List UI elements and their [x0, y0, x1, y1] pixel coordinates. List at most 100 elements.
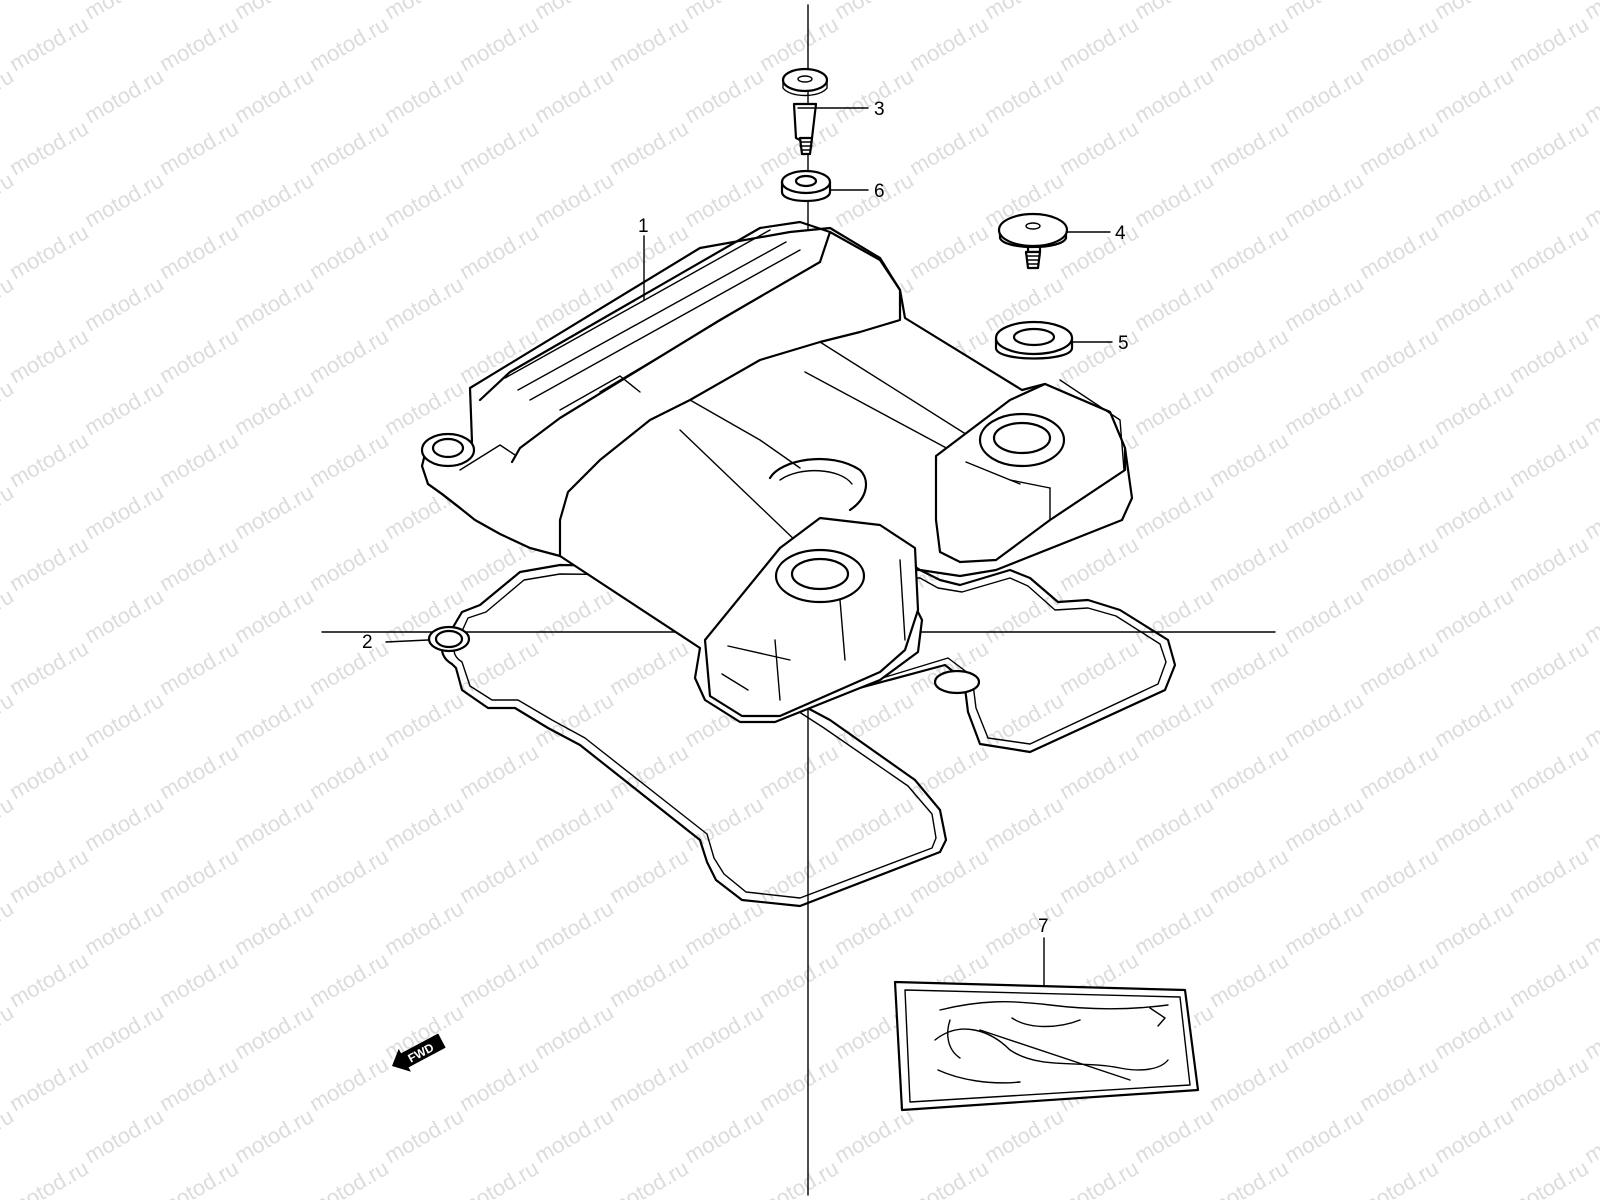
watermark-text: motod.ru [1055, 1155, 1143, 1200]
watermark-text: motod.ru [80, 479, 168, 544]
watermark-text: motod.ru [230, 1103, 318, 1168]
watermark-text: motod.ru [455, 739, 543, 804]
watermark-text: motod.ru [1505, 115, 1593, 180]
watermark-text: motod.ru [455, 115, 543, 180]
watermark-text: motod.ru [455, 219, 543, 284]
watermark-text: motod.ru [1505, 739, 1593, 804]
watermark-text: motod.ru [1355, 739, 1443, 804]
watermark-text: motod.ru [1355, 1155, 1443, 1200]
watermark-text: motod.ru [980, 895, 1068, 960]
head-cover-gasket[interactable] [427, 563, 1177, 908]
watermark-text: motod.ru [1430, 583, 1518, 648]
watermark-text: motod.ru [755, 947, 843, 1012]
watermark-text: motod.ru [1580, 791, 1600, 856]
watermark-text: motod.ru [5, 635, 93, 700]
watermark-text: motod.ru [455, 843, 543, 908]
watermark-text: motod.ru [5, 427, 93, 492]
watermark-text: motod.ru [605, 1155, 693, 1200]
watermark-text: motod.ru [5, 219, 93, 284]
watermark-text: motod.ru [455, 1051, 543, 1116]
watermark-text: motod.ru [905, 739, 993, 804]
watermark-text: motod.ru [1355, 11, 1443, 76]
watermark-text: motod.ru [305, 1051, 393, 1116]
watermark-text: motod.ru [755, 1155, 843, 1200]
callout-2[interactable]: 2 [362, 632, 373, 653]
watermark-text: motod.ru [1430, 999, 1518, 1064]
watermark-text: motod.ru [905, 11, 993, 76]
watermark-text: motod.ru [80, 999, 168, 1064]
watermark-text: motod.ru [380, 63, 468, 128]
watermark-text: motod.ru [605, 11, 693, 76]
callout-3[interactable]: 3 [874, 99, 885, 120]
watermark-text: motod.ru [1505, 947, 1593, 1012]
watermark-text: motod.ru [1430, 895, 1518, 960]
watermark-text: motod.ru [530, 1103, 618, 1168]
watermark-text: motod.ru [305, 427, 393, 492]
watermark-text: motod.ru [230, 375, 318, 440]
watermark-text: motod.ru [380, 895, 468, 960]
watermark-text: motod.ru [1205, 427, 1293, 492]
watermark-text: motod.ru [530, 63, 618, 128]
callout-labels: 1 2 3 4 5 6 7 [362, 99, 1129, 937]
watermark-text: motod.ru [1205, 219, 1293, 284]
watermark-text: motod.ru [830, 791, 918, 856]
head-cover-bolt-4[interactable] [997, 212, 1069, 270]
cylinder-head-cover[interactable] [420, 220, 1134, 724]
watermark-text: motod.ru [755, 11, 843, 76]
watermark-text: motod.ru [1130, 583, 1218, 648]
watermark-text: motod.ru [5, 843, 93, 908]
watermark-text: motod.ru [5, 115, 93, 180]
watermark-text: motod.ru [5, 11, 93, 76]
watermark-text: motod.ru [1280, 583, 1368, 648]
watermark-text: motod.ru [1580, 999, 1600, 1064]
watermark-text: motod.ru [155, 323, 243, 388]
watermark-text: motod.ru [1355, 1051, 1443, 1116]
watermark-text: motod.ru [1055, 115, 1143, 180]
watermark-text: motod.ru [380, 0, 468, 24]
watermark-text: motod.ru [1505, 1051, 1593, 1116]
watermark-text: motod.ru [1055, 843, 1143, 908]
watermark-text: motod.ru [155, 947, 243, 1012]
head-cover-bolt-3[interactable] [781, 67, 829, 156]
watermark-text: motod.ru [1505, 531, 1593, 596]
watermark-text: motod.ru [1130, 687, 1218, 752]
watermark-text: motod.ru [1430, 791, 1518, 856]
watermark-text: motod.ru [1355, 843, 1443, 908]
callout-5[interactable]: 5 [1118, 333, 1129, 354]
watermark-text: motod.ru [1580, 167, 1600, 232]
watermark-text: motod.ru [755, 1051, 843, 1116]
sealant-pack[interactable] [893, 980, 1200, 1112]
rubber-washer-6[interactable] [780, 169, 832, 202]
watermark-text: motod.ru [1580, 583, 1600, 648]
rubber-washer-5[interactable] [994, 320, 1074, 360]
watermark-text: motod.ru [1205, 635, 1293, 700]
watermark-text: motod.ru [80, 583, 168, 648]
watermark-text: motod.ru [1205, 115, 1293, 180]
watermark-text: motod.ru [1580, 375, 1600, 440]
watermark-text: motod.ru [1355, 531, 1443, 596]
callout-6[interactable]: 6 [874, 181, 885, 202]
watermark-text: motod.ru [80, 687, 168, 752]
watermark-text: motod.ru [0, 0, 18, 24]
watermark-text: motod.ru [1505, 1155, 1593, 1200]
watermark-text: motod.ru [380, 167, 468, 232]
callout-4[interactable]: 4 [1115, 223, 1126, 244]
watermark-text: motod.ru [1430, 167, 1518, 232]
watermark-text: motod.ru [830, 0, 918, 24]
watermark-text: motod.ru [1055, 739, 1143, 804]
watermark-text: motod.ru [305, 635, 393, 700]
watermark-text: motod.ru [1205, 531, 1293, 596]
callout-7[interactable]: 7 [1038, 916, 1049, 937]
watermark-text: motod.ru [455, 947, 543, 1012]
watermark-text: motod.ru [1430, 1103, 1518, 1168]
watermark-text: motod.ru [1280, 1103, 1368, 1168]
watermark-text: motod.ru [305, 11, 393, 76]
watermark-text: motod.ru [80, 167, 168, 232]
watermark-text: motod.ru [230, 167, 318, 232]
watermark-text: motod.ru [605, 739, 693, 804]
watermark-text: motod.ru [230, 895, 318, 960]
watermark-text: motod.ru [230, 687, 318, 752]
watermark-text: motod.ru [155, 115, 243, 180]
callout-1[interactable]: 1 [638, 216, 649, 237]
